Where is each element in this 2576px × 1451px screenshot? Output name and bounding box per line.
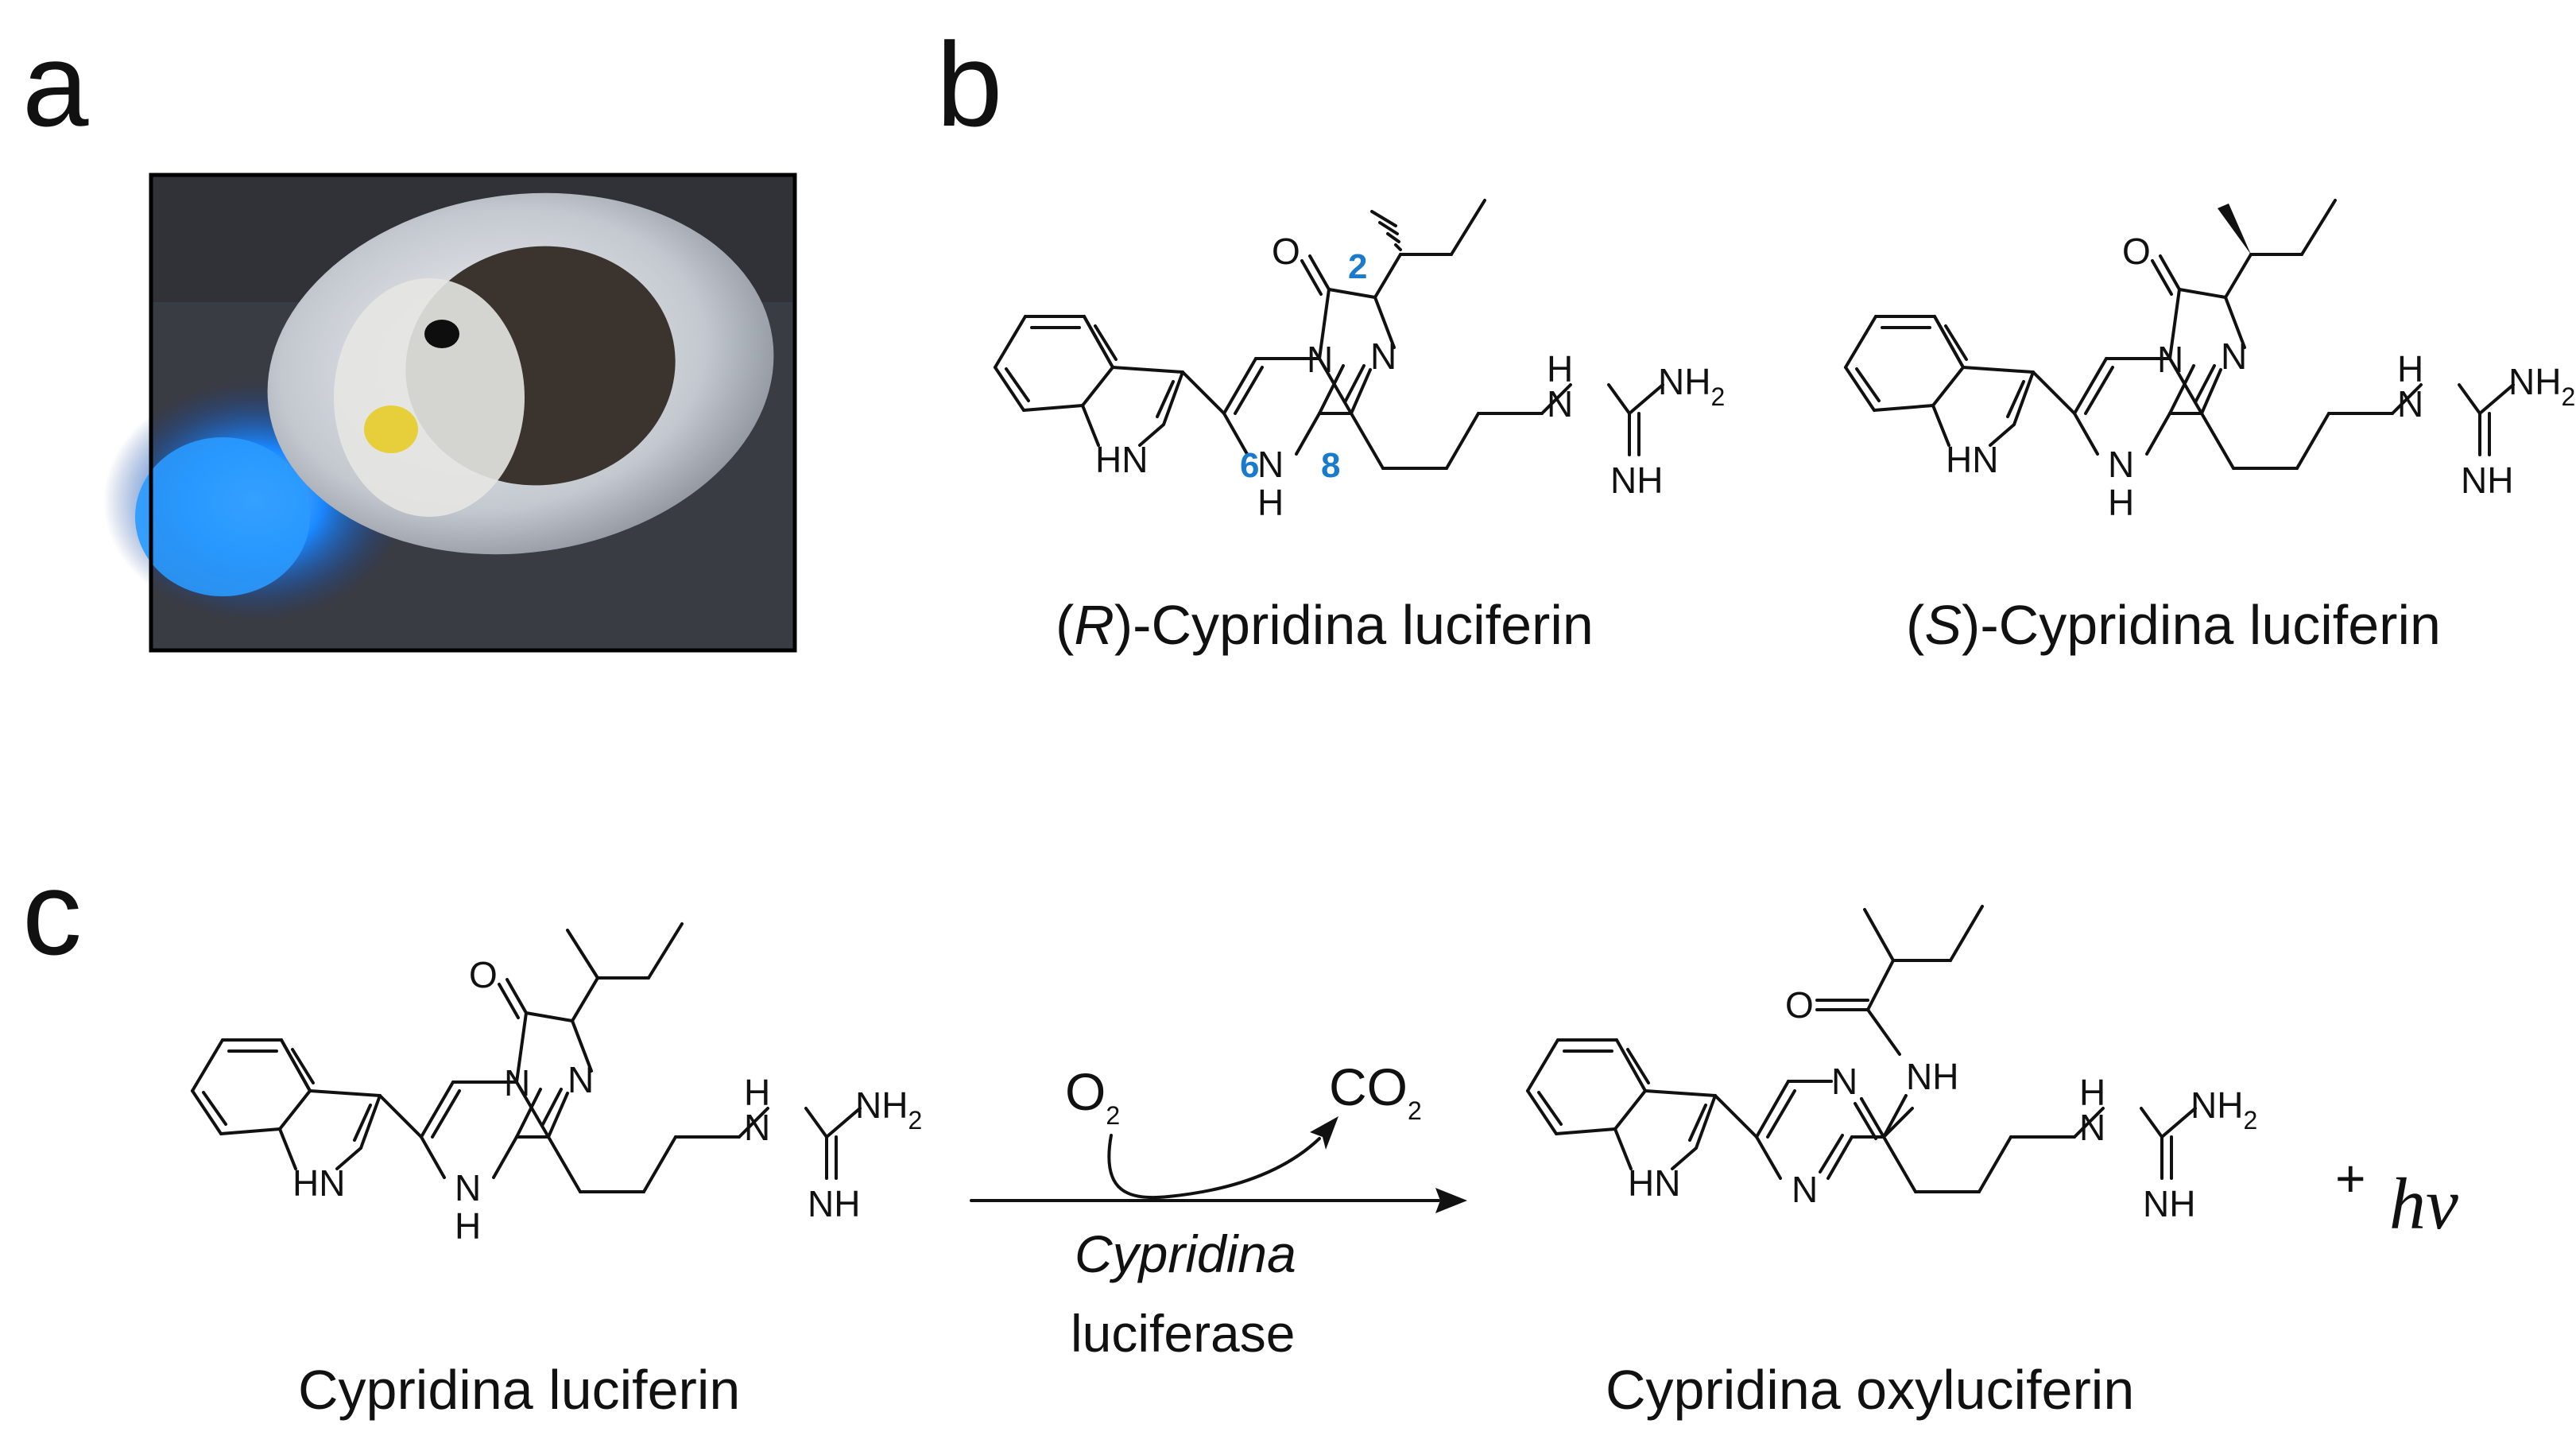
s-luciferin-structure: O N N N H HN H N NH2 NH bbox=[1844, 199, 2575, 523]
atom-guanidine-n: N bbox=[2079, 1107, 2105, 1148]
atom-nh2: NH2 bbox=[2191, 1084, 2257, 1135]
atom-nh2: NH2 bbox=[1658, 361, 1725, 411]
position-label-8: 8 bbox=[1321, 446, 1340, 485]
atom-guanidine-h: H bbox=[1547, 348, 1573, 390]
atom-n-bridge: N bbox=[2157, 339, 2183, 380]
atom-amide-o: O bbox=[1785, 984, 1814, 1026]
ostracod-photo bbox=[103, 173, 797, 653]
atom-n-imine: N bbox=[567, 1059, 594, 1100]
atom-nh2: NH2 bbox=[2508, 361, 2575, 411]
position-label-6: 6 bbox=[1240, 446, 1259, 485]
atom-amide-nh: NH bbox=[1906, 1056, 1958, 1097]
yellow-organ bbox=[364, 405, 418, 453]
atom-imine-nh: NH bbox=[808, 1183, 860, 1224]
photon-label: hν bbox=[2389, 1163, 2458, 1244]
atom-imine-nh: NH bbox=[2143, 1183, 2195, 1224]
reaction-arrow bbox=[970, 1116, 1467, 1213]
atom-o: O bbox=[469, 954, 498, 995]
photo-frame bbox=[149, 173, 797, 653]
atom-n-ring: N bbox=[1257, 444, 1284, 485]
reaction-arrowhead bbox=[1435, 1188, 1467, 1213]
atom-guanidine-n: N bbox=[2397, 383, 2423, 425]
atom-h-ring: H bbox=[1257, 482, 1284, 523]
atom-guanidine-h: H bbox=[2397, 348, 2423, 390]
o2-label: O2 bbox=[1065, 1062, 1120, 1130]
panel-label-c: c bbox=[22, 846, 82, 980]
atom-n-bridge: N bbox=[504, 1062, 530, 1104]
atom-guanidine-h: H bbox=[2079, 1072, 2105, 1113]
atom-n-ring: N bbox=[2108, 444, 2134, 485]
co2-label: CO2 bbox=[1329, 1057, 1422, 1125]
panel-label-b: b bbox=[936, 17, 1002, 151]
product-caption: Cypridina oxyluciferin bbox=[1606, 1359, 2134, 1421]
atom-n-imine: N bbox=[2221, 336, 2247, 377]
atom-imine-nh: NH bbox=[2461, 460, 2513, 501]
enzyme-label: luciferase bbox=[1071, 1304, 1295, 1363]
oxyluciferin-structure: NH O N N HN H N NH2 NH bbox=[1526, 905, 2257, 1224]
atom-guanidine-n: N bbox=[744, 1107, 770, 1148]
s-luciferin-caption: (S)-Cypridina luciferin bbox=[1906, 594, 2441, 656]
atom-guanidine-h: H bbox=[744, 1072, 770, 1113]
r-luciferin-caption: (R)-Cypridina luciferin bbox=[1056, 594, 1594, 656]
atom-o: O bbox=[2122, 231, 2151, 272]
hashed-wedge bbox=[1370, 210, 1402, 251]
atom-n-ring: N bbox=[455, 1167, 481, 1209]
r-luciferin-structure: O N N N H HN H N NH2 NH 2 6 8 bbox=[994, 199, 1725, 523]
atom-h-ring: H bbox=[2108, 482, 2134, 523]
atom-guanidine-n: N bbox=[1547, 383, 1573, 425]
o2-co2-curved-arrow bbox=[1107, 1134, 1321, 1200]
substrate-caption: Cypridina luciferin bbox=[298, 1359, 740, 1421]
substrate-luciferin-structure: O N N N H HN H N NH2 NH bbox=[191, 922, 922, 1247]
atom-pyrazine-n-bottom: N bbox=[1792, 1169, 1818, 1210]
atom-nh2: NH2 bbox=[855, 1084, 922, 1135]
solid-wedge bbox=[2218, 204, 2251, 254]
atom-indole-hn: HN bbox=[292, 1162, 345, 1204]
atom-n-bridge: N bbox=[1307, 339, 1333, 380]
atom-n-imine: N bbox=[1370, 336, 1396, 377]
atom-imine-nh: NH bbox=[1610, 460, 1663, 501]
atom-h-ring: H bbox=[455, 1205, 481, 1247]
atom-indole-hn: HN bbox=[1095, 439, 1148, 480]
enzyme-name: Cypridina bbox=[1075, 1224, 1296, 1283]
eye-spot bbox=[424, 320, 459, 348]
panel-label-a: a bbox=[22, 17, 89, 151]
curved-arrowhead bbox=[1310, 1116, 1338, 1150]
plus-sign: + bbox=[2335, 1149, 2366, 1208]
atom-indole-hn: HN bbox=[1946, 439, 1998, 480]
position-label-2: 2 bbox=[1348, 247, 1367, 286]
atom-indole-hn: HN bbox=[1628, 1162, 1680, 1204]
atom-pyrazine-n-top: N bbox=[1831, 1061, 1857, 1102]
atom-o: O bbox=[1272, 231, 1300, 272]
